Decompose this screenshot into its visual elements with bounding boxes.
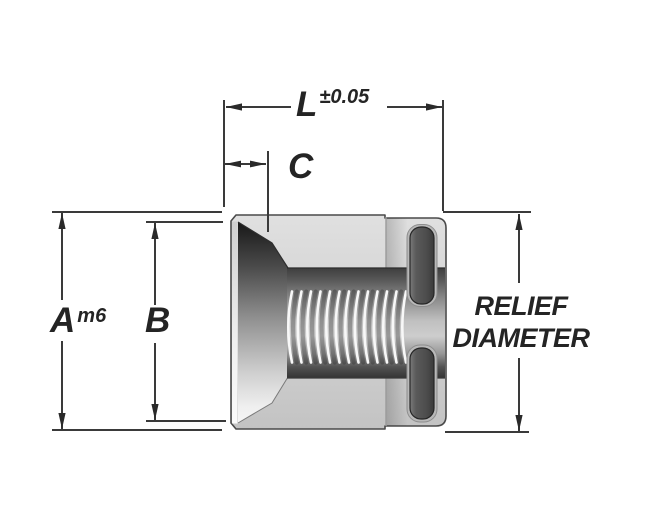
- locking-key-top: [406, 224, 438, 307]
- length-letter: L: [296, 85, 318, 124]
- outer-diameter-letter: A: [50, 301, 76, 340]
- locking-key-bottom: [406, 344, 438, 423]
- relief-diameter-line2: DIAMETER: [452, 323, 591, 353]
- dimension-label-length: L±0.05: [296, 87, 369, 122]
- dimension-arrowheads: [58, 103, 523, 431]
- extension-lines: [52, 100, 531, 433]
- relief-diameter-line1: RELIEF: [474, 291, 568, 321]
- front-face-ring: [232, 221, 238, 424]
- outer-diameter-fit: m6: [77, 305, 107, 327]
- countersink-cone: [237, 221, 289, 424]
- countersink-depth-letter: C: [288, 147, 314, 186]
- dimension-label-countersink-depth: C: [288, 149, 313, 184]
- relief-diameter-label: RELIEF DIAMETER: [432, 290, 610, 354]
- counterbore-diameter-letter: B: [145, 301, 171, 340]
- dimension-label-counterbore-diameter: B: [145, 303, 170, 338]
- length-tolerance: ±0.05: [319, 86, 370, 108]
